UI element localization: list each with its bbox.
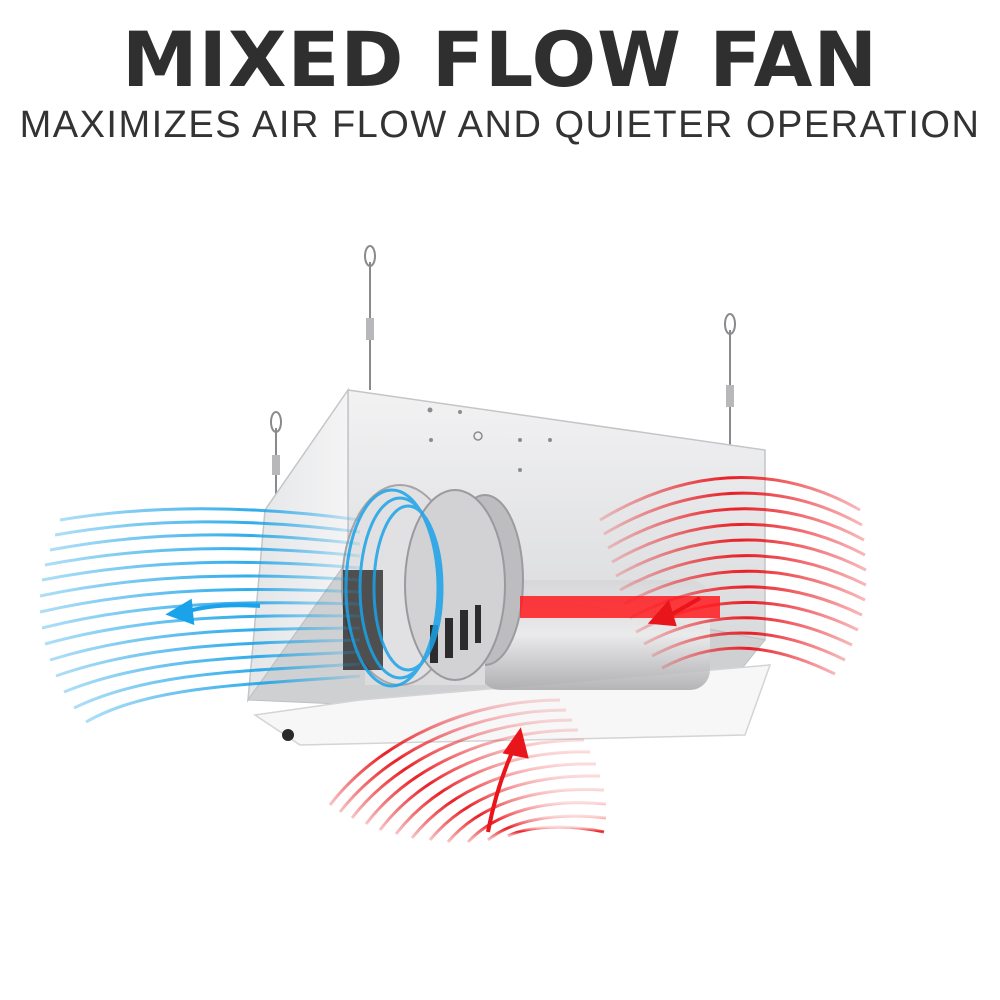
exhaust-ring-icon (344, 488, 444, 688)
intake-arrow-bottom-icon (486, 727, 529, 833)
exhaust-airflow (39, 507, 361, 724)
hanging-cables (270, 245, 736, 520)
intake-arrow-right-icon (647, 596, 702, 627)
page-subtitle: MAXIMIZES AIR FLOW AND QUIETER OPERATION (19, 104, 981, 146)
intake-airflow-bottom (328, 698, 607, 844)
intake-glow (520, 596, 720, 618)
page-title: MIXED FLOW FAN (121, 15, 879, 104)
exhaust-arrow-icon (165, 598, 261, 625)
fan-illustration (39, 245, 867, 844)
